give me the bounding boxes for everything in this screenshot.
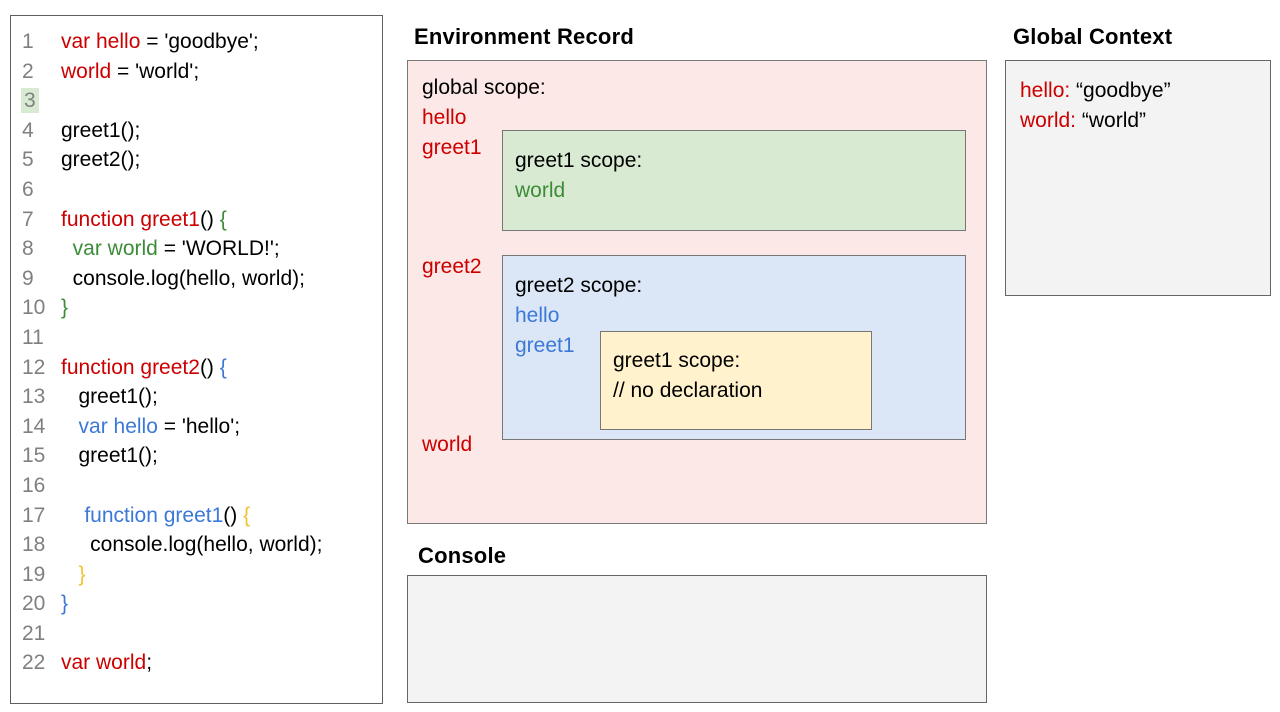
code-line: 1 var hello = 'goodbye'; (11, 27, 382, 57)
code-lines: 1 var hello = 'goodbye'; 2 world = 'world';… (11, 27, 382, 678)
code-line: 3 (11, 86, 382, 116)
global-context-entries: hello: “goodbye”world: “world” (1020, 76, 1270, 136)
code-line: 6 (11, 175, 382, 205)
code-text: function greet1() { (61, 207, 227, 231)
line-number: 17 (22, 503, 46, 527)
greet1-scope-entry-world: world (515, 179, 566, 202)
line-number: 10 (22, 296, 46, 320)
global-scope-label: global scope: (422, 76, 546, 99)
line-number: 3 (11, 86, 61, 116)
code-text: } (61, 592, 69, 616)
code-text: var hello = 'hello'; (78, 414, 241, 438)
line-number: 22 (22, 651, 46, 675)
context-variable-value: “world” (1076, 109, 1147, 132)
greet2-entries: hello greet1 (515, 301, 965, 361)
environment-record-title: Environment Record (414, 24, 634, 49)
console-output-box (407, 575, 987, 703)
code-text: var world = 'WORLD!'; (72, 237, 280, 261)
context-variable-name: world: (1020, 109, 1077, 132)
environment-record-box: global scope: hello greet1 greet2 world … (407, 60, 987, 524)
code-line: 4 greet1(); (11, 116, 382, 146)
greet2-inner-greet1-scope-box: greet1 scope: // no declaration (600, 331, 872, 430)
code-text: greet1(); (61, 385, 158, 409)
line-number: 7 (22, 207, 34, 231)
code-line: 20} (11, 589, 382, 619)
inner-greet1-scope-title: greet1 scope: (613, 349, 741, 372)
greet1-scope-title: greet1 scope: (515, 149, 643, 172)
code-line: 15 greet1(); (11, 441, 382, 471)
code-line: 5 greet2(); (11, 145, 382, 175)
console-title: Console (418, 543, 507, 568)
context-variable-value: “goodbye” (1070, 79, 1171, 102)
code-line: 7 function greet1() { (11, 205, 382, 235)
inner-greet1-scope-comment: // no declaration (613, 379, 763, 402)
greet2-scope-title: greet2 scope: (515, 274, 643, 297)
global-scope-entry-hello: hello (422, 106, 467, 129)
global-scope-entry-greet2: greet2 (422, 255, 482, 278)
context-variable-name: hello: (1020, 79, 1071, 102)
code-text: world = 'world'; (61, 59, 200, 83)
code-line: 21 (11, 619, 382, 649)
line-number: 6 (22, 177, 34, 201)
code-line: 17 function greet1() { (11, 501, 382, 531)
code-line: 9 console.log(hello, world); (11, 264, 382, 294)
code-line: 18 console.log(hello, world); (11, 530, 382, 560)
line-number: 12 (22, 355, 46, 379)
line-number: 5 (22, 148, 34, 172)
code-line: 16 (11, 471, 382, 501)
greet2-scope-box: greet2 scope: hello greet1 greet1 scope: … (502, 255, 966, 440)
code-line: 22 var world; (11, 648, 382, 678)
code-line: 12 function greet2() { (11, 353, 382, 383)
line-number: 11 (22, 325, 44, 349)
code-text: greet1(); (61, 444, 158, 468)
global-context-entry: hello: “goodbye” (1020, 76, 1270, 106)
code-text: } (61, 296, 69, 320)
code-panel: 1 var hello = 'goodbye'; 2 world = 'world';… (10, 15, 383, 704)
line-number: 8 (22, 237, 34, 261)
line-number: 20 (22, 592, 46, 616)
global-scope-entry-world: world (422, 433, 473, 456)
code-line: 2 world = 'world'; (11, 57, 382, 87)
greet2-scope-entry-greet1: greet1 (515, 334, 575, 357)
global-context-title: Global Context (1013, 24, 1173, 49)
code-line: 8 var world = 'WORLD!'; (11, 234, 382, 264)
code-text: function greet2() { (61, 355, 227, 379)
line-number: 2 (22, 59, 34, 83)
line-number: 18 (22, 533, 46, 557)
line-number: 16 (22, 473, 46, 497)
line-number: 14 (22, 414, 46, 438)
code-line: 13 greet1(); (11, 382, 382, 412)
code-text: var world; (61, 651, 153, 675)
line-number: 1 (22, 30, 34, 53)
code-text: console.log(hello, world); (61, 533, 323, 557)
greet2-scope-entry-hello: hello (515, 304, 560, 327)
global-scope-entry-greet1: greet1 (422, 136, 482, 159)
code-text: greet1(); (61, 118, 141, 142)
code-line: 11 (11, 323, 382, 353)
line-number: 19 (22, 562, 46, 586)
code-text: greet2(); (61, 148, 141, 172)
code-line: 14 var hello = 'hello'; (11, 412, 382, 442)
line-number: 9 (22, 266, 34, 290)
line-number: 4 (22, 118, 34, 142)
code-text: } (78, 562, 86, 586)
global-context-box: hello: “goodbye”world: “world” (1005, 60, 1271, 296)
code-text: var hello = 'goodbye'; (61, 30, 259, 53)
code-text: function greet1() { (84, 503, 251, 527)
line-number: 13 (22, 385, 46, 409)
greet1-scope-box: greet1 scope: world (502, 130, 966, 231)
global-context-entry: world: “world” (1020, 106, 1270, 136)
line-number: 15 (22, 444, 46, 468)
code-text: console.log(hello, world); (61, 266, 305, 290)
line-number: 21 (22, 621, 46, 645)
code-line: 19 } (11, 560, 382, 590)
code-line: 10} (11, 293, 382, 323)
